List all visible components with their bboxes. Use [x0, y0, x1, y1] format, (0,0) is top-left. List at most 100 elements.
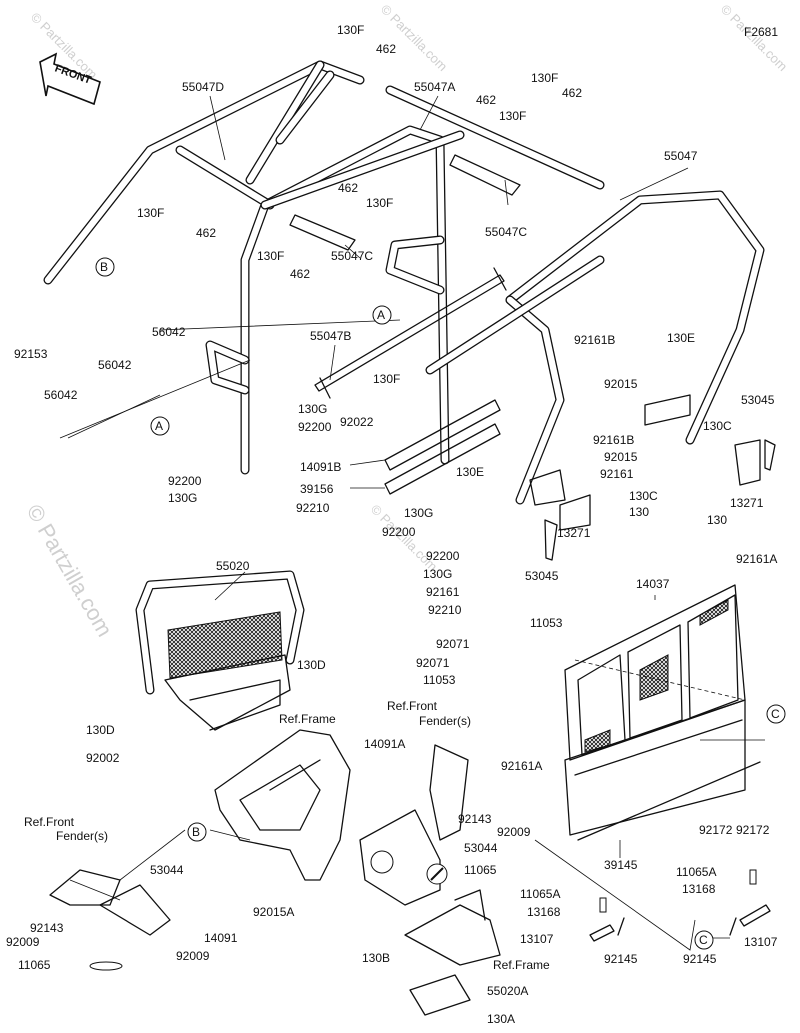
- part-label: 92015: [604, 377, 638, 391]
- part-label: 92161A: [736, 552, 777, 566]
- part-label: 462: [290, 267, 310, 281]
- roll-cage: [43, 60, 776, 561]
- part-label: Ref.Front: [24, 815, 75, 829]
- part-label: 130D: [297, 658, 326, 672]
- part-label: 92009: [176, 949, 210, 963]
- part-label: 56042: [98, 358, 132, 372]
- part-label: 92143: [30, 921, 64, 935]
- part-label: 130C: [703, 419, 732, 433]
- part-label: 92015: [604, 450, 638, 464]
- part-label: 92071: [436, 637, 470, 651]
- callout-c-2: C: [699, 933, 708, 947]
- part-label: 92161: [426, 585, 460, 599]
- part-label: 92200: [382, 525, 416, 539]
- part-label: 53044: [150, 863, 184, 877]
- part-label: 11053: [530, 616, 563, 630]
- part-label: 130B: [362, 951, 390, 965]
- part-label: 56042: [44, 388, 78, 402]
- part-label: 13107: [744, 935, 778, 949]
- part-label: 92200: [426, 549, 460, 563]
- part-label: 39156: [300, 482, 334, 496]
- part-label: 92153: [14, 347, 48, 361]
- part-label: 92145: [683, 952, 717, 966]
- frame-front: [214, 729, 351, 881]
- part-label: 13107: [520, 932, 554, 946]
- part-label: 14091A: [364, 737, 405, 751]
- part-label: 92071: [416, 656, 450, 670]
- part-label: 462: [338, 181, 358, 195]
- part-label: 462: [562, 86, 582, 100]
- part-label: 53044: [464, 841, 498, 855]
- part-label: 92210: [296, 501, 330, 515]
- watermark-mid: © Partzilla.com: [378, 2, 451, 75]
- fender-mid: [359, 744, 469, 906]
- part-label: 55047A: [414, 80, 455, 94]
- part-label: 462: [196, 226, 216, 240]
- part-label: 130D: [86, 723, 115, 737]
- part-label: 92009: [497, 825, 531, 839]
- part-label: 13271: [730, 496, 764, 510]
- part-label: 11065: [464, 863, 497, 877]
- part-label: 92161B: [574, 333, 615, 347]
- part-label: 92143: [458, 812, 492, 826]
- callout-b-1: B: [100, 260, 108, 274]
- part-label: 13168: [682, 882, 716, 896]
- part-label: 13271: [557, 526, 591, 540]
- part-label: 462: [476, 93, 496, 107]
- part-label: Fender(s): [419, 714, 471, 728]
- part-label: 92145: [604, 952, 638, 966]
- part-label: 92172: [699, 823, 733, 837]
- part-label: 130F: [257, 249, 284, 263]
- part-label: 130G: [168, 491, 197, 505]
- part-label: 39145: [604, 858, 638, 872]
- part-label: 92161B: [593, 433, 634, 447]
- part-label: 92200: [168, 474, 202, 488]
- part-label: 130: [707, 513, 727, 527]
- part-label: 53045: [741, 393, 775, 407]
- part-label: 55047C: [331, 249, 373, 263]
- part-label: 92009: [6, 935, 40, 949]
- part-label: 130F: [137, 206, 164, 220]
- part-label: 130G: [423, 567, 452, 581]
- part-label: 11053: [423, 673, 456, 687]
- part-label: 92161A: [501, 759, 542, 773]
- pins: [589, 869, 771, 942]
- part-label: Ref.Front: [387, 699, 438, 713]
- part-label: 130F: [499, 109, 526, 123]
- part-label: 56042: [152, 325, 186, 339]
- part-label: 55047: [664, 149, 698, 163]
- front-bumper: [135, 570, 305, 731]
- part-label: 55020A: [487, 984, 528, 998]
- part-label: 130E: [667, 331, 695, 345]
- part-label: 130F: [531, 71, 558, 85]
- part-label: 92002: [86, 751, 120, 765]
- watermark-vertical: © Partzilla.com: [22, 500, 118, 641]
- callout-b-2: B: [192, 825, 200, 839]
- part-label: 130F: [373, 372, 400, 386]
- part-label: 13168: [527, 905, 561, 919]
- part-label: 14091: [204, 931, 238, 945]
- part-label: 92200: [298, 420, 332, 434]
- callout-a-2: A: [155, 419, 163, 433]
- part-label: 130G: [404, 506, 433, 520]
- part-labels: 130F 462 55047D 55047A 130F 462 462 130F…: [6, 23, 778, 1026]
- part-label: 55020: [216, 559, 250, 573]
- part-label: 130: [629, 505, 649, 519]
- part-label: 11065A: [676, 865, 716, 879]
- part-label: 14037: [636, 577, 670, 591]
- part-label: 462: [376, 42, 396, 56]
- part-label: 92210: [428, 603, 462, 617]
- part-label: 130F: [366, 196, 393, 210]
- frame-lower: [404, 889, 501, 1016]
- fender-left: [49, 869, 171, 971]
- figure-id: F2681: [744, 25, 778, 39]
- part-label: 92161: [600, 467, 634, 481]
- leader-lines: [59, 95, 765, 951]
- part-label: 130C: [629, 489, 658, 503]
- part-label: Fender(s): [56, 829, 108, 843]
- part-label: 92015A: [253, 905, 294, 919]
- part-label: 53045: [525, 569, 559, 583]
- part-label: 11065: [18, 958, 51, 972]
- callout-a-1: A: [377, 308, 385, 322]
